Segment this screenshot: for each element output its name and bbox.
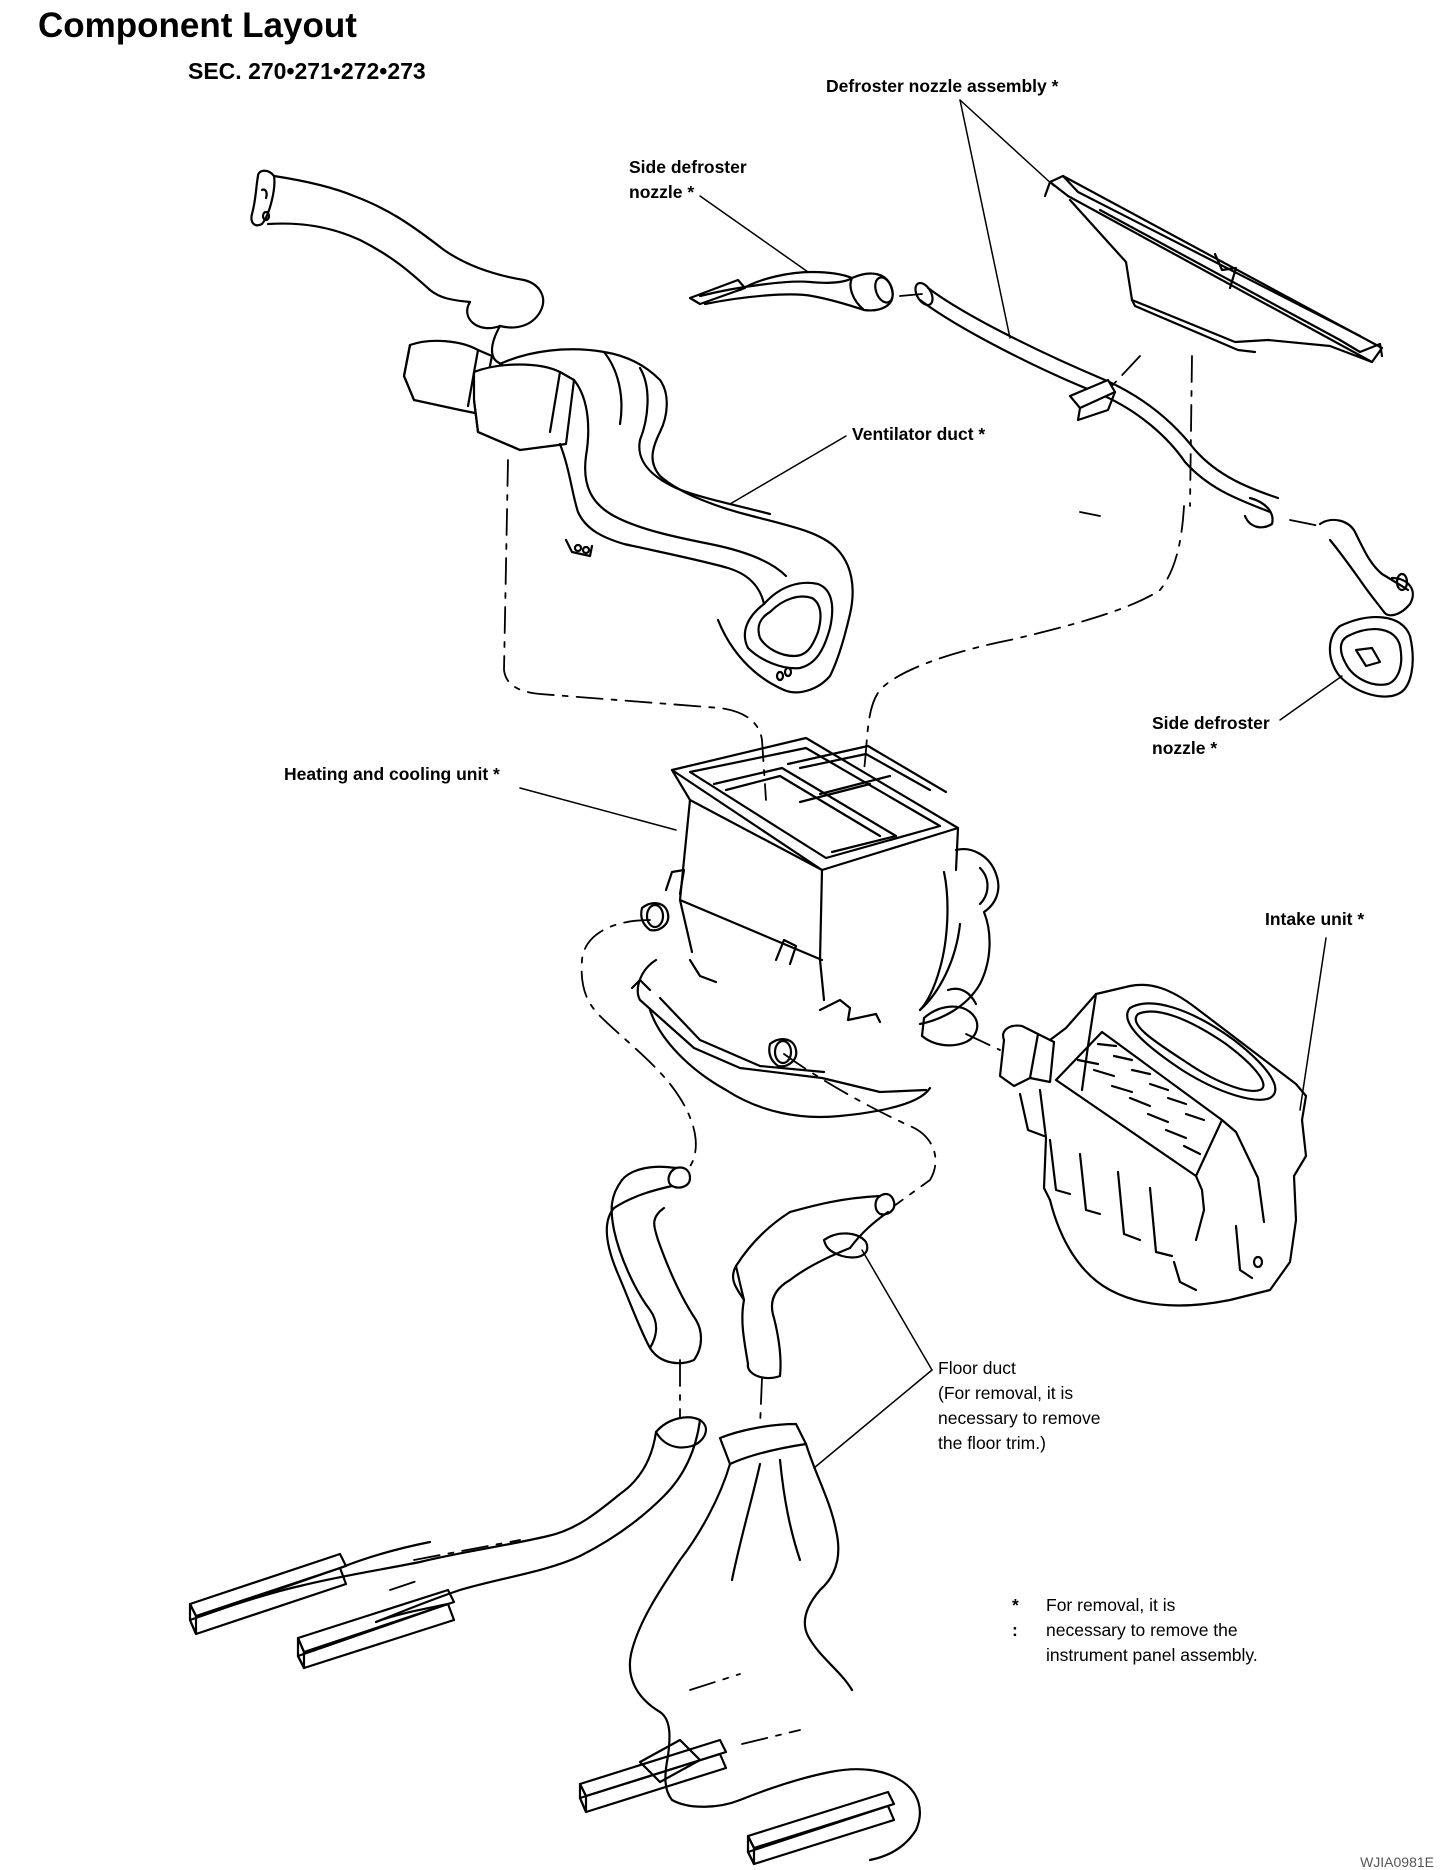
- label-heating-cooling-unit: Heating and cooling unit *: [284, 764, 500, 784]
- footnote-mark: * :: [1012, 1595, 1019, 1640]
- intake-unit-drawing: [998, 983, 1308, 1307]
- section-reference: SEC. 270•271•272•273: [188, 58, 426, 84]
- label-intake-unit: Intake unit *: [1265, 909, 1365, 929]
- floor-duct-lower-drawing: [188, 1416, 921, 1866]
- heating-cooling-unit-drawing: [630, 736, 1000, 1119]
- drawing-code: WJIA0981E: [1360, 1854, 1434, 1870]
- side-defroster-nozzle-left-drawing: [688, 270, 866, 312]
- assembly-dashed-guides: [503, 293, 1321, 1427]
- floor-duct-upper-drawing: [605, 1165, 896, 1380]
- label-leader-lines: [519, 99, 1343, 1469]
- page-title: Component Layout: [38, 6, 357, 45]
- label-side-defroster-nozzle-right: Side defroster nozzle *: [1152, 713, 1270, 758]
- label-defroster-nozzle-assembly: Defroster nozzle assembly *: [826, 76, 1059, 96]
- label-floor-duct: Floor duct (For removal, it is necessary…: [938, 1358, 1101, 1453]
- defroster-duct-drawing: [849, 272, 1280, 529]
- side-defroster-nozzle-right-drawing: [1318, 518, 1414, 698]
- ventilator-duct-drawing: [250, 169, 854, 694]
- defroster-nozzle-assembly-drawing: [1043, 174, 1384, 364]
- label-side-defroster-nozzle-left: Side defroster nozzle *: [629, 157, 747, 202]
- footnote-text: For removal, it is necessary to remove t…: [1046, 1595, 1258, 1665]
- label-ventilator-duct: Ventilator duct *: [852, 424, 986, 444]
